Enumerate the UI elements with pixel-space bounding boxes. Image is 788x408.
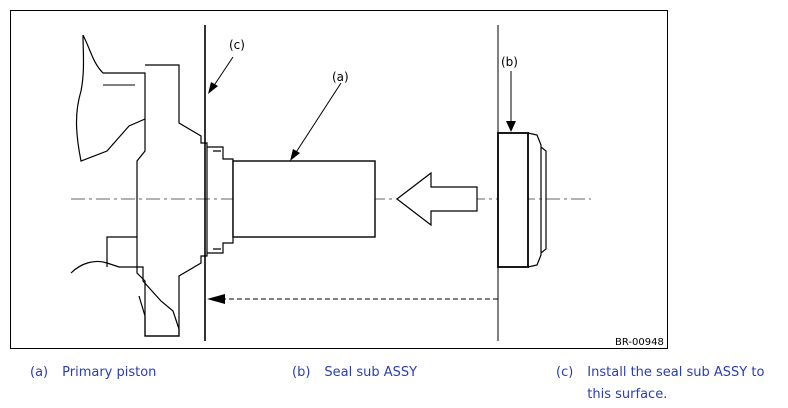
cylinder-body-outline [75, 34, 146, 162]
legend-key-a: (a) [30, 365, 49, 380]
callout-b-label: (b) [501, 55, 518, 69]
legend-item-a: (a) Primary piston [30, 362, 156, 384]
callout-c-label: (c) [229, 38, 245, 52]
cylinder-hatch-detail [103, 72, 145, 238]
callout-c-leader [212, 56, 234, 88]
callout-a-label: (a) [332, 70, 349, 84]
legend-text-b: Seal sub ASSY [324, 365, 418, 380]
cylinder-body-lower [70, 260, 180, 337]
primary-piston [232, 160, 376, 238]
callout-a-leader [292, 82, 342, 158]
legend-key-b: (b) [292, 365, 311, 380]
seal-sub-assy-lip [527, 132, 547, 268]
legend-item-b: (b) Seal sub ASSY [292, 362, 417, 384]
cylinder-bore-rings [207, 146, 234, 254]
callout-b-arrowhead [506, 121, 516, 132]
legend-item-c: (c) Install the seal sub ASSY to this su… [556, 362, 783, 406]
seal-sub-assy [497, 132, 529, 268]
cylinder-flange [106, 64, 208, 337]
diagram-canvas: (a) (b) (c) BR-00948 [70, 25, 664, 348]
callout-c-arrowhead [208, 82, 218, 94]
diagram-frame: (a) (b) (c) BR-00948 [10, 10, 668, 349]
figure-code: BR-00948 [615, 337, 664, 348]
install-direction-arrow [396, 171, 478, 227]
legend: (a) Primary piston (b) Seal sub ASSY (c)… [0, 362, 788, 408]
callout-a-arrowhead [290, 149, 300, 161]
legend-text-a: Primary piston [62, 365, 157, 380]
transfer-arrowhead [207, 294, 225, 304]
cylinder-inner-step [136, 119, 146, 237]
legend-key-c: (c) [556, 365, 574, 380]
legend-text-c: Install the seal sub ASSY to this surfac… [587, 365, 765, 402]
